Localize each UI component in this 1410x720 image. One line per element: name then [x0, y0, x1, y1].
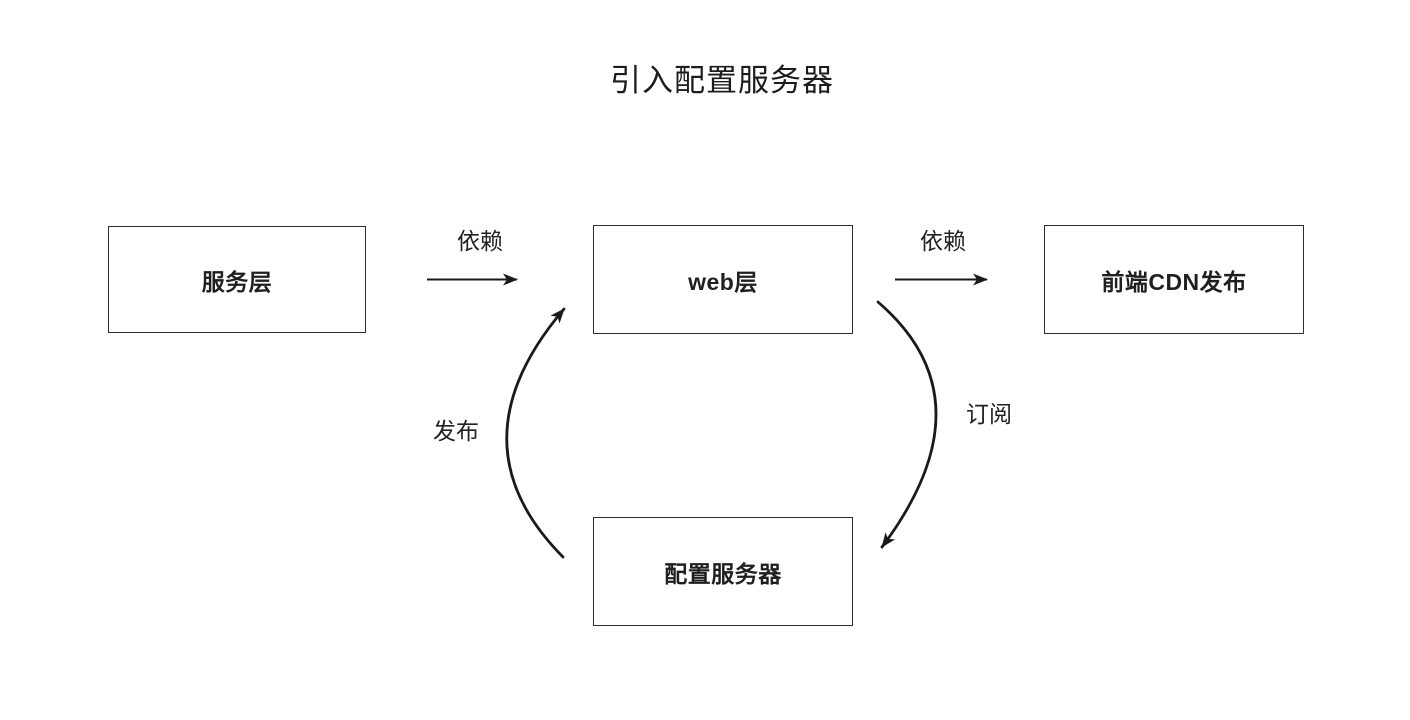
edge-label-depends-2: 依赖 [920, 228, 966, 254]
node-config-server-label: 配置服务器 [664, 560, 782, 587]
edge-subscribe-web-to-config [876, 300, 938, 549]
edge-label-depends-1: 依赖 [457, 228, 503, 254]
node-service-layer-label: 服务层 [201, 268, 273, 295]
edge-label-publish: 发布 [433, 418, 479, 444]
node-frontend-cdn: 前端CDN发布 [1044, 225, 1304, 334]
edge-publish-config-to-web [505, 307, 566, 559]
diagram-title: 引入配置服务器 [610, 63, 834, 98]
node-web-layer: web层 [593, 225, 853, 334]
node-service-layer: 服务层 [108, 226, 366, 333]
node-frontend-cdn-label: 前端CDN发布 [1101, 268, 1247, 295]
edge-label-subscribe: 订阅 [966, 401, 1012, 427]
node-config-server: 配置服务器 [593, 517, 853, 626]
node-web-layer-label: web层 [688, 268, 758, 295]
